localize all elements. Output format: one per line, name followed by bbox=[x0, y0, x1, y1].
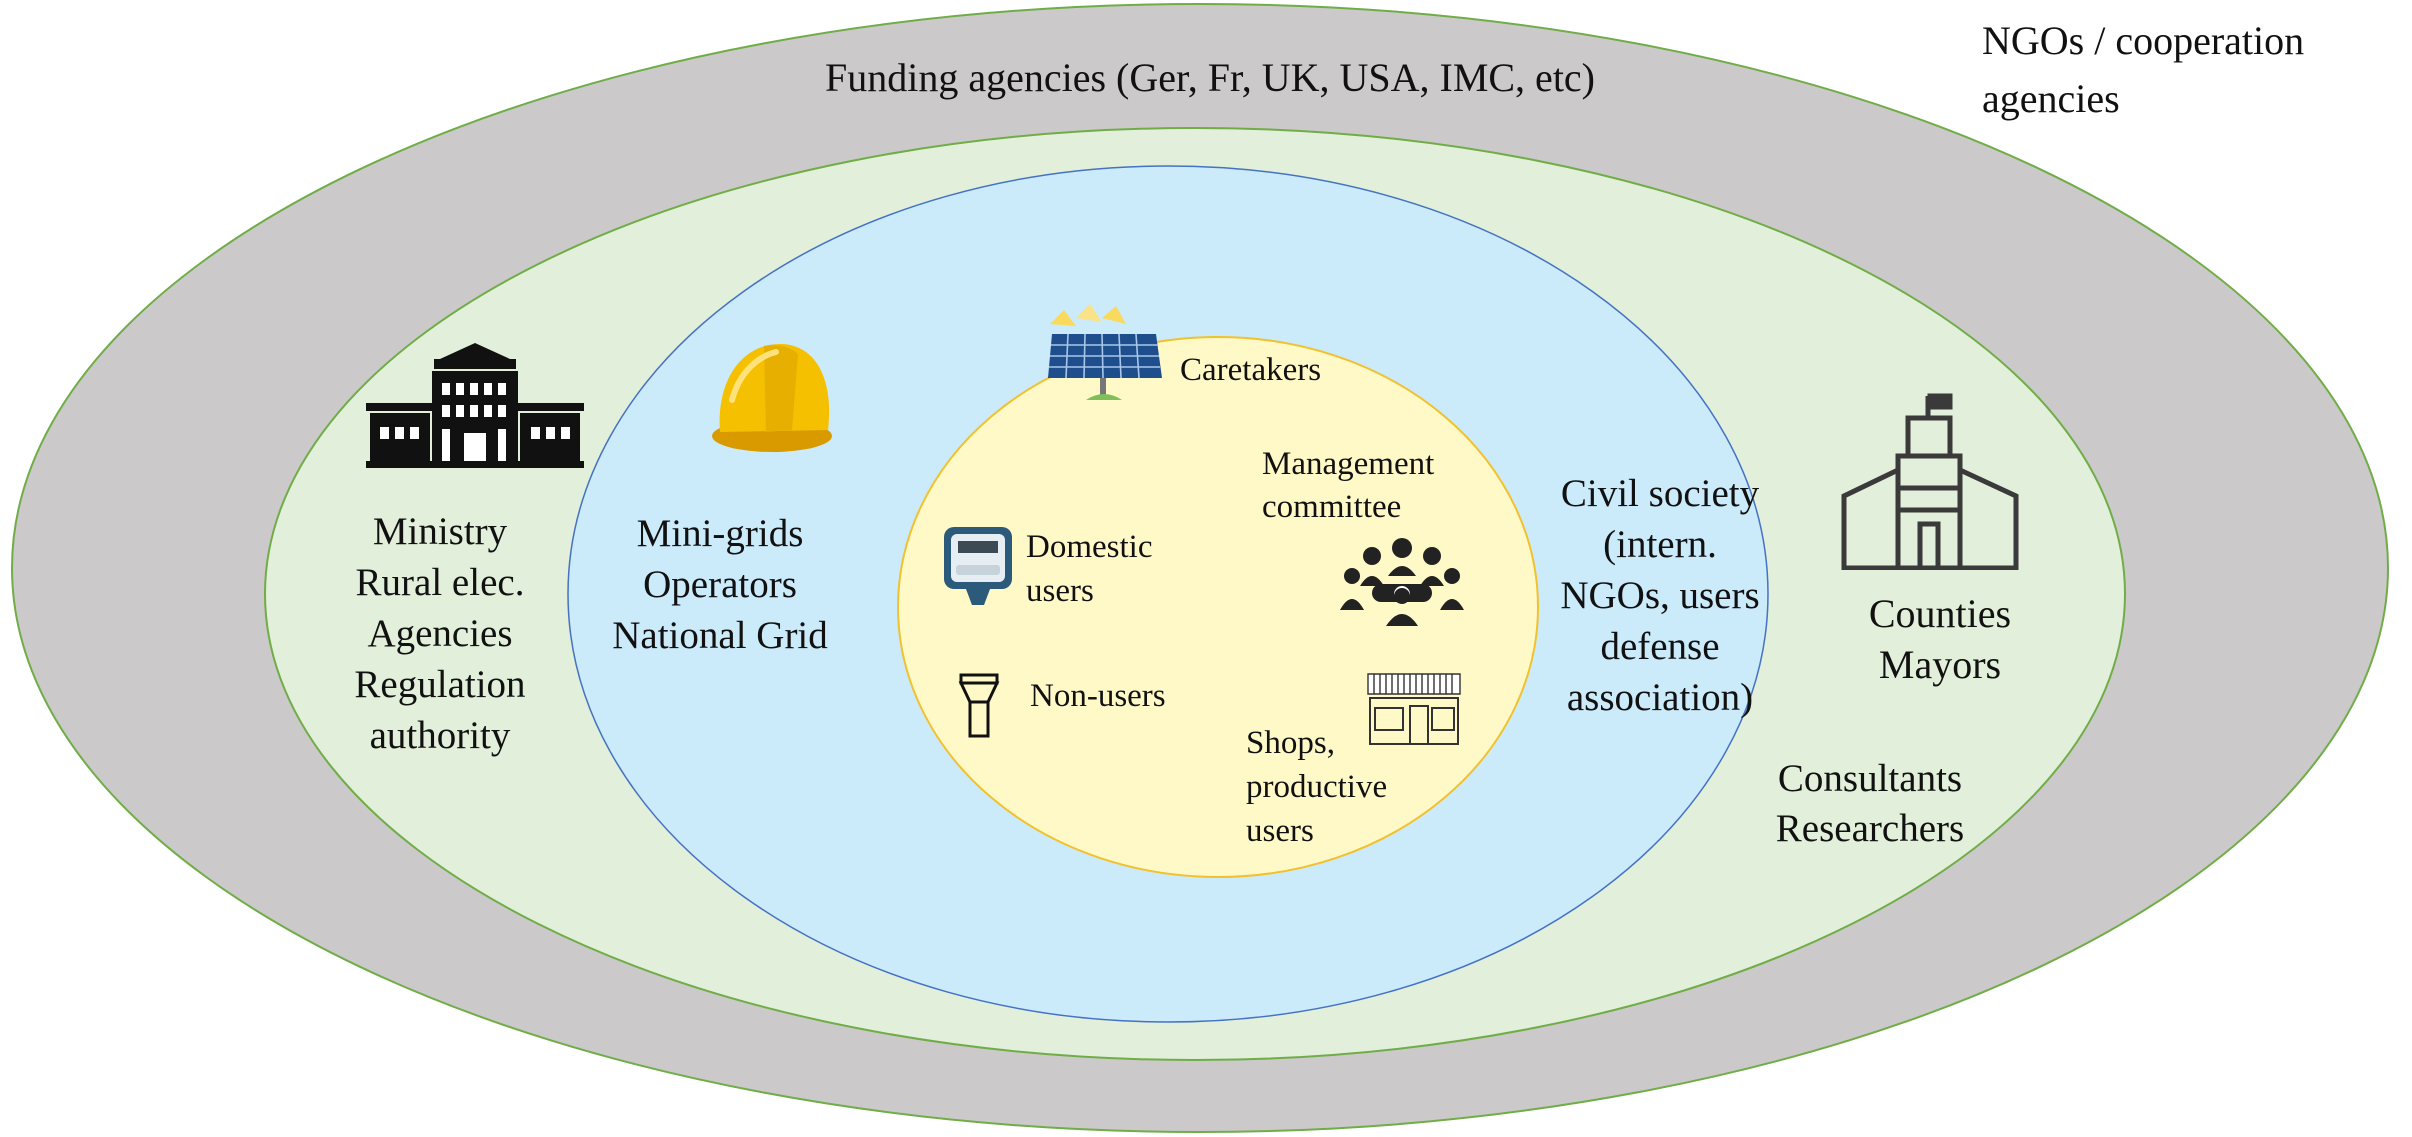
management-committee-label: Management committee bbox=[1262, 443, 1434, 529]
ministry-line-3: Agencies bbox=[367, 612, 513, 655]
non-users-label: Non-users bbox=[1030, 678, 1166, 714]
ngo-line-2: agencies bbox=[1982, 76, 2120, 121]
management-line-1: Management bbox=[1262, 446, 1435, 482]
ngo-line-1: NGOs / cooperation bbox=[1982, 18, 2305, 63]
domestic-line-2: users bbox=[1026, 573, 1094, 609]
civil-line-1: Civil society bbox=[1560, 472, 1760, 515]
meeting-group-icon bbox=[1340, 538, 1464, 626]
operators-line-1: Mini-grids bbox=[636, 512, 804, 555]
consultants-line-1: Consultants bbox=[1777, 757, 1963, 800]
electric-meter-icon bbox=[944, 527, 1012, 605]
solar-panel-icon bbox=[1048, 304, 1162, 400]
civil-line-4: defense bbox=[1600, 625, 1720, 668]
civil-line-2: (intern. bbox=[1603, 523, 1717, 566]
civil-society-label: Civil society (intern. NGOs, users defen… bbox=[1530, 468, 1790, 723]
counties-line-1: Counties bbox=[1868, 591, 2012, 636]
counties-mayors-label: Counties Mayors bbox=[1810, 588, 2070, 690]
shops-line-1: Shops, bbox=[1246, 725, 1335, 761]
ministry-line-4: Regulation bbox=[354, 663, 526, 706]
shop-icon bbox=[1367, 673, 1461, 745]
civil-line-5: association) bbox=[1566, 676, 1754, 719]
shops-line-3: users bbox=[1246, 813, 1314, 849]
consultants-researchers-label: Consultants Researchers bbox=[1740, 754, 2000, 854]
operators-label: Mini-grids Operators National Grid bbox=[590, 508, 850, 661]
ministry-line-1: Ministry bbox=[372, 510, 508, 553]
funding-agencies-label: Funding agencies (Ger, Fr, UK, USA, IMC,… bbox=[825, 55, 1595, 100]
ministry-label: Ministry Rural elec. Agencies Regulation… bbox=[320, 506, 560, 761]
ring-inner bbox=[897, 336, 1539, 878]
shops-line-2: productive bbox=[1246, 769, 1388, 805]
operators-line-3: National Grid bbox=[612, 614, 828, 657]
operators-line-2: Operators bbox=[643, 563, 797, 606]
counties-line-2: Mayors bbox=[1878, 642, 2002, 687]
shops-label: Shops, productive users bbox=[1246, 721, 1387, 853]
ministry-line-2: Rural elec. bbox=[355, 561, 525, 604]
ngo-cooperation-label: NGOs / cooperation agencies bbox=[1982, 12, 2304, 128]
civil-line-3: NGOs, users bbox=[1560, 574, 1760, 617]
town-hall-icon bbox=[1841, 393, 2019, 570]
domestic-line-1: Domestic bbox=[1026, 529, 1153, 565]
management-line-2: committee bbox=[1262, 489, 1402, 525]
flashlight-icon bbox=[958, 673, 1000, 738]
consultants-line-2: Researchers bbox=[1775, 807, 1965, 850]
domestic-users-label: Domestic users bbox=[1026, 525, 1152, 613]
government-building-icon bbox=[366, 343, 584, 468]
ministry-line-5: authority bbox=[369, 714, 511, 757]
hard-hat-icon bbox=[712, 344, 832, 452]
caretakers-label: Caretakers bbox=[1180, 352, 1322, 388]
